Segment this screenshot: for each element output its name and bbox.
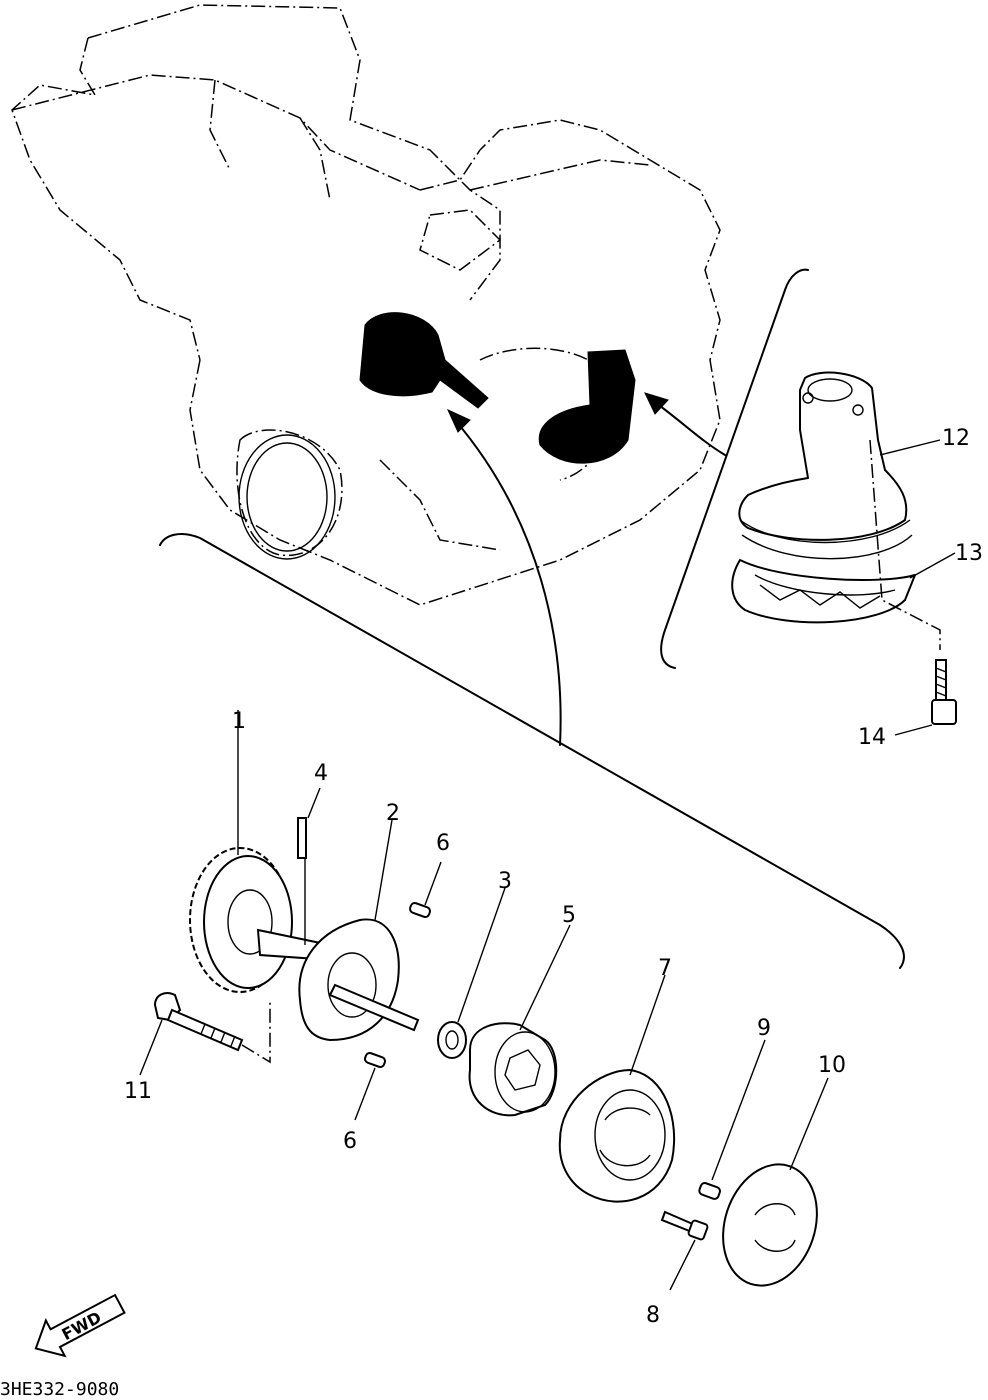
part-label-6-lower: 6	[343, 1129, 357, 1154]
pump-section-border	[159, 533, 905, 969]
part-label-1: 1	[232, 709, 246, 734]
dowel-pin-upper-icon	[409, 902, 431, 918]
screw-icon	[931, 659, 957, 725]
part-label-10: 10	[818, 1053, 846, 1078]
part-label-4: 4	[314, 761, 328, 786]
washer-icon	[437, 1021, 467, 1059]
cover-screw-icon	[660, 1210, 709, 1241]
engine-outline	[11, 4, 721, 606]
strainer-mounting-silhouette	[538, 349, 636, 464]
part-label-13: 13	[955, 541, 983, 566]
part-label-14: 14	[858, 725, 886, 750]
strainer-screen-icon	[731, 559, 916, 624]
part-label-9: 9	[757, 1016, 771, 1041]
part-label-12: 12	[942, 426, 970, 451]
bolt-icon	[153, 992, 271, 1064]
part-labels: 1 2 3 4 5 6 6 7 8 9 10 11 12 13 14	[124, 426, 983, 1328]
forward-direction-arrow: FWD	[34, 1293, 126, 1358]
part-label-2: 2	[386, 801, 400, 826]
pump-mounting-silhouette	[359, 312, 489, 409]
cover-dowel-icon	[698, 1182, 721, 1200]
plate-icon	[722, 1163, 818, 1287]
strainer-section-border	[660, 268, 809, 669]
part-label-5: 5	[562, 903, 576, 928]
dowel-pin-lower-icon	[364, 1052, 386, 1068]
rotor-icon	[468, 1022, 558, 1117]
leader-lines	[139, 439, 956, 1291]
part-label-6-upper: 6	[436, 831, 450, 856]
diagram-code: 3HE332-9080	[0, 1379, 119, 1400]
strainer-housing-icon	[738, 371, 941, 650]
part-label-11: 11	[124, 1079, 152, 1104]
part-label-3: 3	[498, 869, 512, 894]
assembly-arrows	[446, 392, 726, 746]
pump-housing-icon	[298, 918, 420, 1042]
pump-cover-icon	[558, 1068, 676, 1203]
part-label-7: 7	[658, 956, 672, 981]
pin-icon	[297, 817, 307, 859]
part-label-8: 8	[646, 1303, 660, 1328]
